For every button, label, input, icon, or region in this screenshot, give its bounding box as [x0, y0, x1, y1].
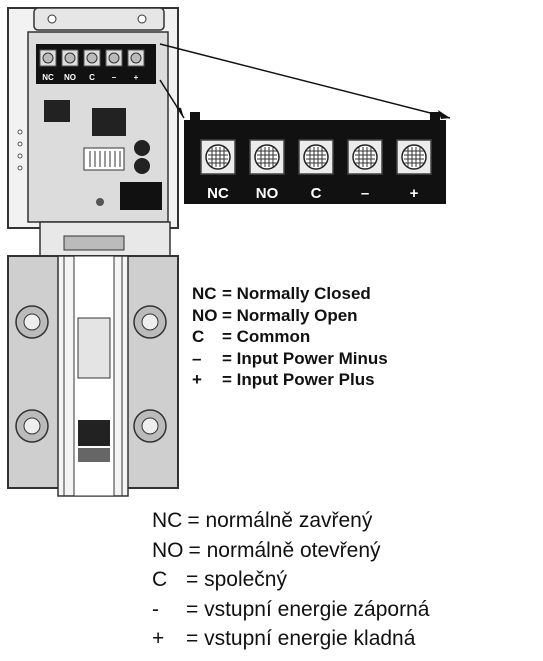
legend-symbol: +: [152, 627, 165, 650]
legend-en-row: NC = Normally Closed: [192, 283, 388, 305]
small-terminal-label: C: [89, 73, 95, 82]
legend-symbol: -: [152, 597, 159, 621]
terminal-screw: [205, 144, 231, 170]
device-diagram: NC NO C – + NC NO C – +: [7, 7, 451, 497]
terminal-screw: [352, 144, 378, 170]
terminal-screw: [254, 144, 280, 170]
legend-text: = normálně otevřený: [188, 538, 381, 562]
large-terminal-label: C: [311, 185, 322, 202]
mounting-screw: [133, 409, 167, 443]
large-terminal-label: NC: [207, 185, 229, 202]
legend-text: = Normally Closed: [222, 284, 371, 303]
legend-cs-row: + = vstupní energie kladná: [152, 624, 429, 654]
small-terminal: –: [105, 49, 123, 82]
large-terminal: C: [298, 139, 334, 202]
small-terminal: C: [83, 49, 101, 82]
large-terminal-label: NO: [256, 185, 279, 202]
large-terminal: –: [347, 139, 383, 202]
legend-text: = normálně zavřený: [187, 509, 373, 532]
legend-en-row: NO= Normally Open: [192, 305, 388, 327]
legend-cs-row: - = vstupní energie záporná: [152, 595, 429, 625]
legend-text: = Common: [222, 327, 311, 346]
legend-symbol: +: [192, 370, 202, 389]
legend-symbol: C: [152, 568, 168, 591]
legend-cs-row: C = společný: [152, 565, 429, 595]
large-terminal-label: +: [410, 185, 419, 202]
small-terminal-label: +: [134, 73, 139, 82]
large-terminal: +: [396, 139, 432, 202]
legend-symbol: NC: [192, 284, 217, 303]
small-terminal-label: NO: [64, 73, 76, 82]
callout-line: [159, 43, 451, 119]
legend-symbol: C: [192, 327, 205, 346]
legend-symbol: NO: [192, 305, 218, 325]
legend-en-row: + = Input Power Plus: [192, 369, 388, 391]
mounting-screw: [133, 305, 167, 339]
terminal-screw: [303, 144, 329, 170]
small-terminal-label: NC: [42, 73, 54, 82]
legend-symbol: NO: [152, 538, 184, 562]
legend-symbol: –: [192, 348, 202, 368]
legend-cs-row: NO= normálně otevřený: [152, 536, 429, 566]
legend-en-row: C = Common: [192, 326, 388, 348]
mounting-screw: [15, 409, 49, 443]
legend-text: = vstupní energie záporná: [186, 597, 430, 621]
large-terminal: NC: [200, 139, 236, 202]
large-terminal: NO: [249, 139, 285, 202]
terminal-screw: [401, 144, 427, 170]
mounting-screw: [15, 305, 49, 339]
small-terminal-label: –: [112, 73, 117, 82]
legend-en-row: –= Input Power Minus: [192, 348, 388, 370]
legend-symbol: NC: [152, 509, 183, 532]
legend-text: = Input Power Minus: [222, 348, 388, 368]
small-terminal: +: [127, 49, 145, 82]
small-terminal: NO: [61, 49, 79, 82]
small-terminal-block: NC NO C – +: [39, 49, 145, 82]
small-terminal: NC: [39, 49, 57, 82]
legend-text: = Input Power Plus: [222, 370, 375, 389]
large-terminal-label: –: [361, 185, 369, 202]
legend-cs-row: NC= normálně zavřený: [152, 506, 429, 536]
legend-text: = Normally Open: [222, 305, 358, 325]
legend-text: = společný: [186, 568, 287, 591]
legend-text: = vstupní energie kladná: [186, 627, 416, 650]
